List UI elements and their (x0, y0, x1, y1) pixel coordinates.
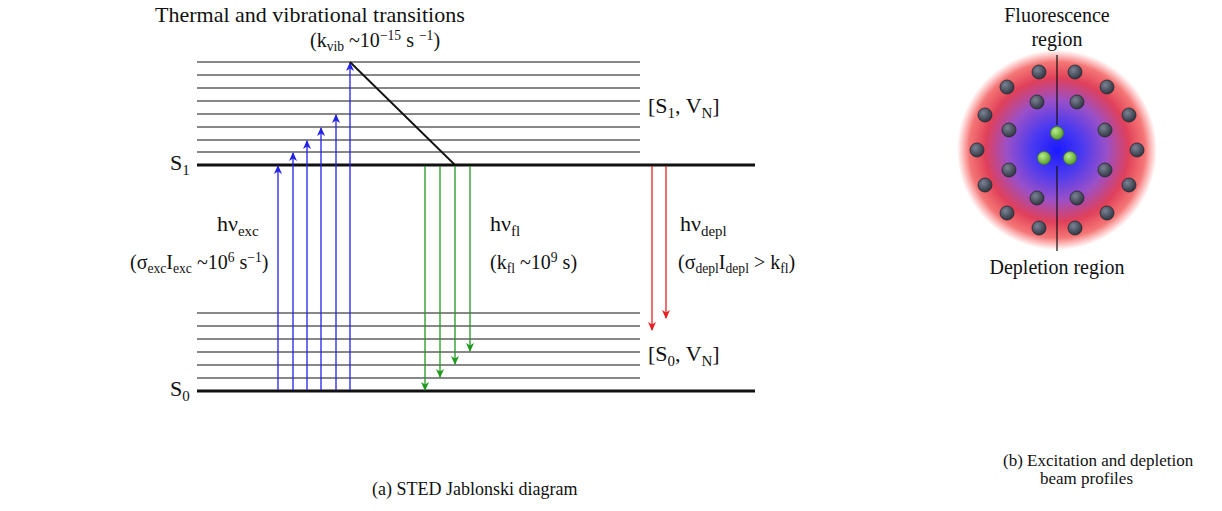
text-run: ) (789, 251, 796, 273)
text-run: (k (490, 251, 507, 273)
text-run: [S (648, 93, 668, 118)
excitation-arrows (278, 63, 350, 390)
relaxation-line (350, 62, 455, 165)
text-run: s (235, 251, 248, 273)
text-run: hν (217, 211, 238, 236)
superscript: −1 (419, 28, 433, 43)
s1-level (197, 163, 755, 166)
text-run: hν (680, 211, 701, 236)
text-run: ] (712, 341, 719, 366)
text-run: ) (433, 29, 440, 51)
state-label: S1 (170, 150, 190, 176)
photon-label: hνexc (217, 211, 259, 237)
panel-heading: Thermal and vibrational transitions (155, 2, 465, 28)
subscript: 0 (182, 388, 189, 404)
text-run: S (170, 376, 182, 401)
rate-annotation: (kvib ~10−15 s −1) (310, 28, 440, 52)
s0-level (197, 389, 755, 392)
vibrational-levels (197, 62, 640, 152)
text-run: (σ (130, 251, 147, 273)
rate-annotation: (kfl ~109 s) (490, 250, 577, 274)
manifold-label: [S1, VN] (648, 93, 720, 119)
subscript: exc (147, 261, 166, 276)
subscript: fl (780, 261, 788, 276)
rate-annotation: (σdeplIdepl > kfl) (678, 250, 795, 274)
manifold-label: [S0, VN] (648, 341, 720, 367)
text-run: S (170, 150, 182, 175)
text-run: I (719, 251, 726, 273)
rate-annotation: (σexcIexc ~106 s−1) (130, 250, 268, 274)
text-run: , V (675, 341, 702, 366)
subscript: vib (327, 39, 344, 54)
subscript: depl (701, 223, 727, 239)
vibrational-levels (197, 313, 640, 378)
text-run: [S (648, 341, 668, 366)
text-run: ~10 (515, 251, 551, 273)
text-run: I (166, 251, 173, 273)
text-run: s (401, 29, 419, 51)
superscript: 6 (228, 250, 235, 265)
fluorescing-molecules (1038, 127, 1077, 165)
subscript: 0 (668, 353, 675, 369)
leader-lines (1056, 55, 1057, 251)
superscript: −1 (247, 250, 261, 265)
panel-caption: (b) Excitation and de­pletion beam pro­f… (1003, 452, 1217, 488)
text-run: ] (712, 93, 719, 118)
photon-label: hνfl (490, 211, 520, 237)
region-label: Depletion region (977, 255, 1137, 279)
subscript: 1 (182, 162, 189, 178)
depletion-arrows (652, 166, 666, 330)
subscript: N (702, 105, 713, 121)
superscript: −15 (380, 28, 401, 43)
photon-label: hνdepl (680, 211, 727, 237)
panel-caption: (a) STED Jablonski diagram (372, 479, 577, 501)
text-run: hν (490, 211, 511, 236)
text-run: ) (262, 251, 269, 273)
subscript: 1 (668, 105, 675, 121)
text-run: (σ (678, 251, 695, 273)
text-run: ~10 (344, 29, 380, 51)
subscript: fl (507, 261, 515, 276)
text-run: s) (558, 251, 577, 273)
subscript: exc (238, 223, 259, 239)
text-run: (k (310, 29, 327, 51)
text-run: > k (749, 251, 780, 273)
beam-profile (957, 50, 1157, 250)
region-label: Fluorescence region (977, 3, 1137, 51)
state-label: S0 (170, 376, 190, 402)
subscript: depl (695, 261, 718, 276)
subscript: depl (726, 261, 749, 276)
superscript: 9 (551, 250, 558, 265)
subscript: N (702, 353, 713, 369)
text-run: , V (675, 93, 702, 118)
text-run: ~10 (192, 251, 228, 273)
fluorescence-arrows (425, 166, 470, 390)
subscript: fl (511, 223, 520, 239)
subscript: exc (173, 261, 192, 276)
